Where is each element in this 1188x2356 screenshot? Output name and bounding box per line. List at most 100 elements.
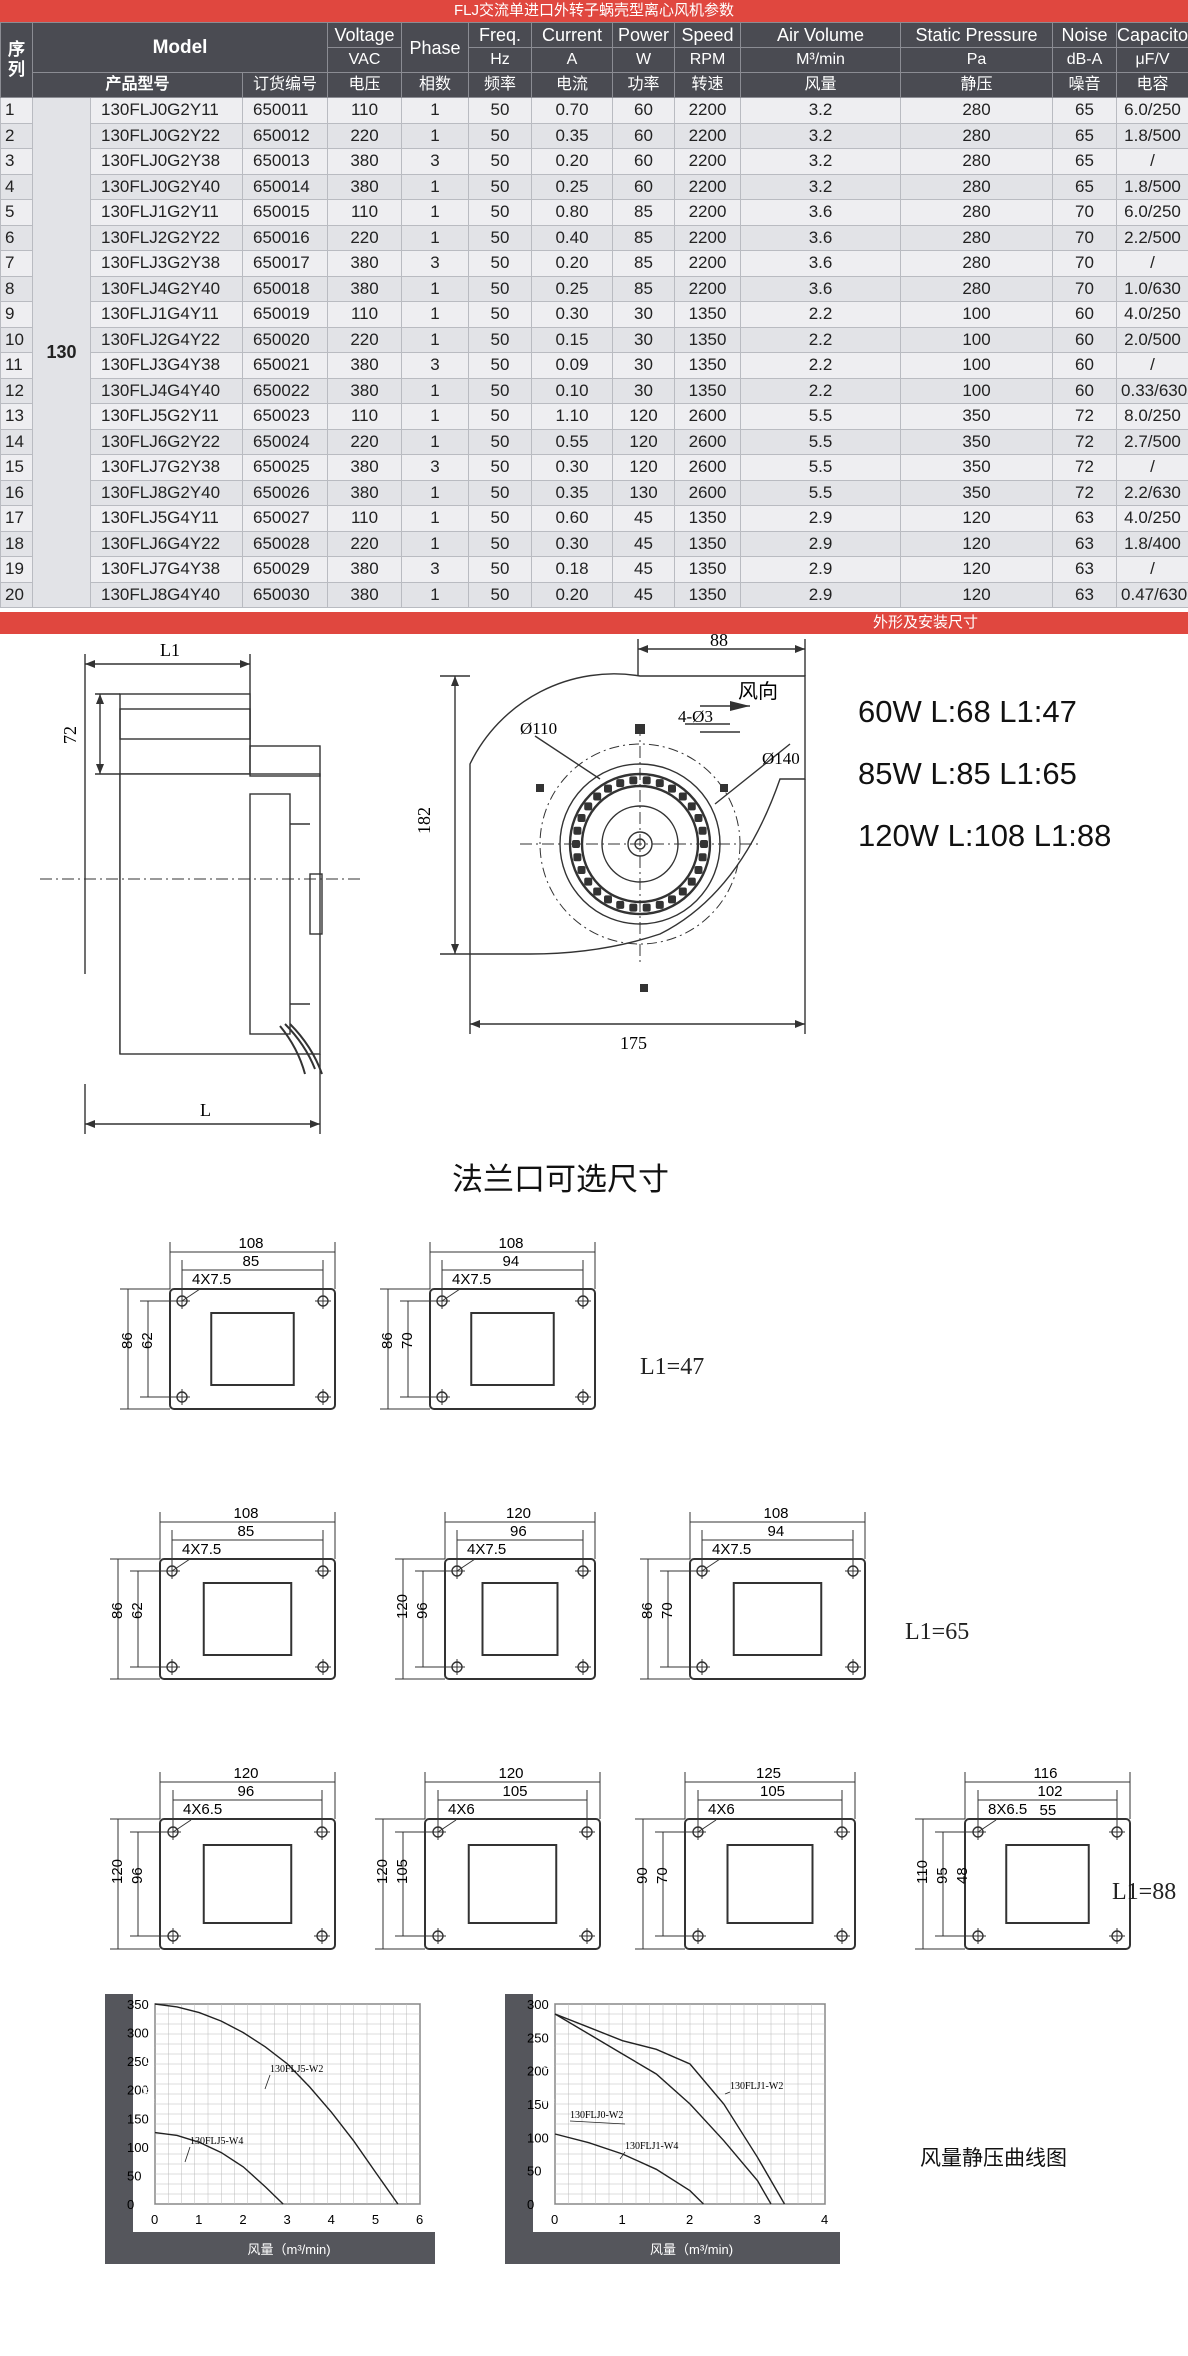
table-cell: / — [1116, 148, 1188, 175]
table-cell: 130FLJ4G2Y40 — [90, 275, 243, 302]
l1-label-65: L1=65 — [905, 1619, 970, 1645]
flange-height: 120 — [394, 1594, 411, 1619]
flange-holes: 4X6.5 — [183, 1801, 222, 1818]
table-cell: 2.7/500 — [1116, 428, 1188, 455]
table-cell: 12 — [0, 377, 33, 404]
table-cell: 16 — [0, 479, 33, 506]
chart-y-tick: 250 — [527, 2030, 549, 2045]
table-cell: 380 — [327, 479, 403, 506]
flange-inner-width: 105 — [503, 1783, 528, 1800]
table-cell: 280 — [900, 122, 1054, 149]
table-cell: 2.9 — [740, 505, 902, 532]
table-cell: 60 — [612, 173, 676, 200]
front-dim-182: 182 — [414, 807, 434, 834]
table-cell: 13 — [0, 403, 33, 430]
flange-holes: 4X7.5 — [182, 1541, 221, 1558]
front-dim-d110: Ø110 — [520, 719, 557, 738]
table-cell: 3.2 — [740, 122, 902, 149]
chart-y-tick: 250 — [127, 2054, 149, 2069]
flange-width: 108 — [239, 1235, 264, 1252]
table-cell: 6.0/250 — [1116, 199, 1188, 226]
table-cell: 650023 — [241, 403, 329, 430]
header-freq: Freq. — [468, 22, 533, 48]
table-cell: 45 — [612, 530, 676, 557]
table-cell: 650019 — [241, 301, 329, 328]
table-cell: 50 — [468, 301, 533, 328]
impeller-blade — [698, 853, 707, 862]
table-cell: 100 — [900, 377, 1054, 404]
flange-inner-width: 102 — [1038, 1783, 1063, 1800]
table-cell: 45 — [612, 556, 676, 583]
power-spec-120w: 120W L:108 L1:88 — [858, 818, 1112, 853]
front-dim-175: 175 — [620, 1033, 647, 1053]
flange-height: 120 — [109, 1859, 126, 1884]
table-cell: 220 — [327, 224, 403, 251]
flange-height: 86 — [639, 1602, 656, 1619]
flange-width: 120 — [499, 1765, 524, 1782]
flange-holes: 8X6.5 — [988, 1801, 1027, 1818]
table-cell: 2.2 — [740, 301, 902, 328]
table-cell: 2.0/500 — [1116, 326, 1188, 353]
chart-bottom-band — [105, 2232, 435, 2264]
table-cell: 0.47/630 — [1116, 581, 1188, 608]
table-cell: 1 — [401, 428, 470, 455]
unit-cap: μF/V — [1116, 47, 1188, 73]
impeller-blade — [642, 776, 651, 785]
table-cell: 6 — [0, 224, 33, 251]
flange-inner-width: 85 — [243, 1253, 260, 1270]
chart-x-tick: 4 — [328, 2212, 335, 2227]
table-cell: 650022 — [241, 377, 329, 404]
table-cell: 280 — [900, 148, 1054, 175]
table-cell: 50 — [468, 352, 533, 379]
chart-side-band — [505, 1994, 533, 2264]
table-cell: 650026 — [241, 479, 329, 506]
table-cell: 650029 — [241, 556, 329, 583]
table-cell: 650024 — [241, 428, 329, 455]
table-cell: 130FLJ2G4Y22 — [90, 326, 243, 353]
table-cell: 110 — [327, 199, 403, 226]
table-cell: / — [1116, 250, 1188, 277]
flange-inner-width: 94 — [768, 1523, 785, 1540]
table-cell: 63 — [1052, 556, 1118, 583]
table-cell: 380 — [327, 148, 403, 175]
table-cell: 2200 — [674, 97, 742, 124]
table-cell: 18 — [0, 530, 33, 557]
chart-y-tick: 200 — [527, 2064, 549, 2079]
power-spec-60w: 60W L:68 L1:47 — [858, 694, 1077, 729]
table-cell: 130FLJ1G4Y11 — [90, 301, 243, 328]
table-cell: 1 — [401, 505, 470, 532]
table-cell: 0.09 — [531, 352, 614, 379]
table-cell: 50 — [468, 224, 533, 251]
table-cell: 110 — [327, 301, 403, 328]
flange-inner-height: 96 — [129, 1867, 146, 1884]
table-cell: 60 — [1052, 301, 1118, 328]
table-cell: 130 — [612, 479, 676, 506]
flange-holes: 4X7.5 — [467, 1541, 506, 1558]
table-cell: 280 — [900, 250, 1054, 277]
table-cell: 280 — [900, 173, 1054, 200]
table-cell: 50 — [468, 122, 533, 149]
table-cell: 2200 — [674, 122, 742, 149]
l1-label-88: L1=88 — [1112, 1879, 1177, 1905]
chart-y-tick: 150 — [527, 2097, 549, 2112]
impeller-blade — [698, 826, 707, 835]
table-cell: 1350 — [674, 581, 742, 608]
table-cell: 2.9 — [740, 556, 902, 583]
table-cell: 220 — [327, 530, 403, 557]
table-cell: 60 — [612, 122, 676, 149]
table-cell: 0.55 — [531, 428, 614, 455]
header-cn-power: 功率 — [612, 72, 676, 98]
table-cell: 9 — [0, 301, 33, 328]
table-cell: 3.6 — [740, 250, 902, 277]
table-cell: 120 — [900, 530, 1054, 557]
chart-series-line — [154, 2131, 284, 2205]
